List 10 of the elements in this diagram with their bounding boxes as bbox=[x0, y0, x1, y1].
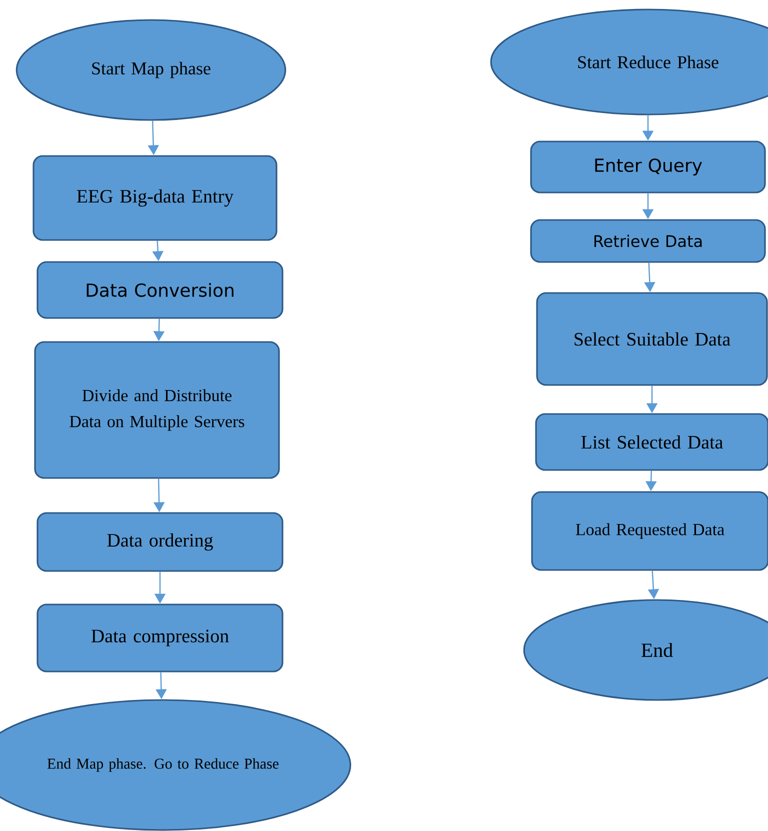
process-box: Data compression bbox=[36, 604, 284, 672]
process-box: Data ordering bbox=[36, 512, 284, 572]
process-box: Enter Query bbox=[530, 140, 766, 194]
process-box: List Selected Data bbox=[535, 413, 768, 471]
process-box: Divide and Distribute Data on Multiple Servers bbox=[34, 341, 280, 479]
process-box: EEG Big-data Entry bbox=[32, 155, 278, 241]
process-box: Load Requested Data bbox=[531, 491, 768, 571]
process-box: Retrieve Data bbox=[530, 219, 766, 263]
process-box: Select Suitable Data bbox=[536, 292, 768, 386]
process-box: Data Conversion bbox=[36, 261, 284, 319]
